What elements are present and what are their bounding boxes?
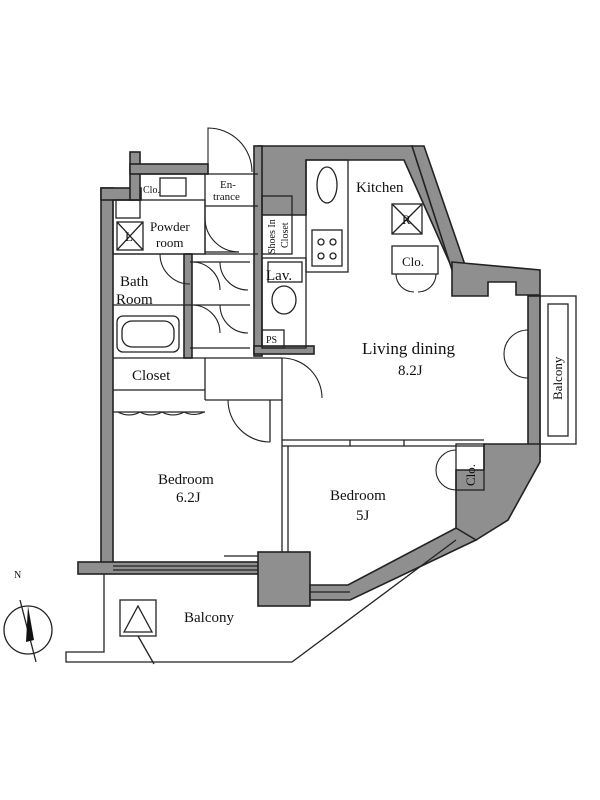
doors <box>117 127 529 491</box>
label-closet: Closet <box>132 368 171 384</box>
label-clo-kitchen: Clo. <box>402 254 424 269</box>
walls <box>77 145 541 607</box>
label-laundry: L <box>125 229 133 244</box>
label-lav: Lav. <box>266 268 292 284</box>
label-balcony-right: Balcony <box>550 356 565 400</box>
room-labels: Kitchen En- trance Shoes In Closet Powde… <box>116 179 565 626</box>
label-entrance-1: En- <box>220 179 236 191</box>
label-ps: PS <box>266 335 277 346</box>
label-shoes-closet-2: Closet <box>280 222 291 248</box>
label-clo-bedroom: Clo. <box>463 464 478 486</box>
compass-needle-icon <box>26 606 34 642</box>
label-living-dining: Living dining <box>362 339 456 358</box>
label-bath-room-1: Bath <box>120 274 149 290</box>
label-powder-room-2: room <box>156 235 183 250</box>
label-entrance-2: trance <box>213 191 240 203</box>
label-bedroom-right: Bedroom <box>330 488 386 504</box>
compass: N <box>3 570 53 663</box>
label-powder-room-1: Powder <box>150 219 190 234</box>
compass-north-label: N <box>14 570 21 581</box>
label-shoes-closet-1: Shoes In <box>267 219 278 254</box>
label-living-dining-size: 8.2J <box>398 363 423 379</box>
label-fridge: R <box>402 212 411 227</box>
label-bedroom-right-size: 5J <box>356 508 370 524</box>
label-clo-small: Clo. <box>143 185 160 196</box>
label-bath-room-2: Room <box>116 292 153 308</box>
label-balcony-bottom: Balcony <box>184 610 234 626</box>
label-kitchen: Kitchen <box>356 180 404 196</box>
label-bedroom-left: Bedroom <box>158 472 214 488</box>
label-bedroom-left-size: 6.2J <box>176 490 201 506</box>
